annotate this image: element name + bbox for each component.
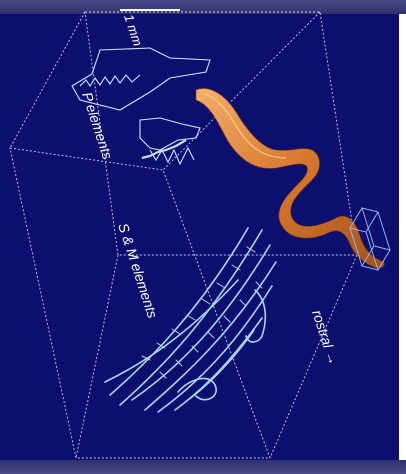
animal-body-shape [196, 88, 384, 268]
sm-elements-label: S & M elements [115, 221, 161, 320]
p-element-upper-denticles [80, 75, 140, 86]
head-inset-edge-2 [366, 212, 378, 232]
p-elements-label: P elements [79, 90, 116, 161]
head-inset-edge-1 [350, 208, 362, 228]
rostral-label: rostral → [309, 308, 342, 367]
p-element-lower [140, 118, 200, 150]
box-edge-1 [10, 12, 85, 148]
sm-bar-7 [175, 318, 262, 410]
head-inset-edge-3 [378, 250, 390, 270]
p-element-lower-denticles [150, 148, 194, 164]
box-edge-3 [270, 255, 357, 458]
animal-body [196, 88, 384, 268]
p-element-teeth [142, 140, 186, 158]
box-edge-4 [76, 255, 118, 458]
sm-bar-4 [145, 262, 276, 410]
sm-bar-6 [105, 280, 238, 382]
head-inset-back [362, 208, 390, 250]
sm-hook [246, 290, 265, 342]
scale-label: 1 mm [121, 12, 145, 48]
